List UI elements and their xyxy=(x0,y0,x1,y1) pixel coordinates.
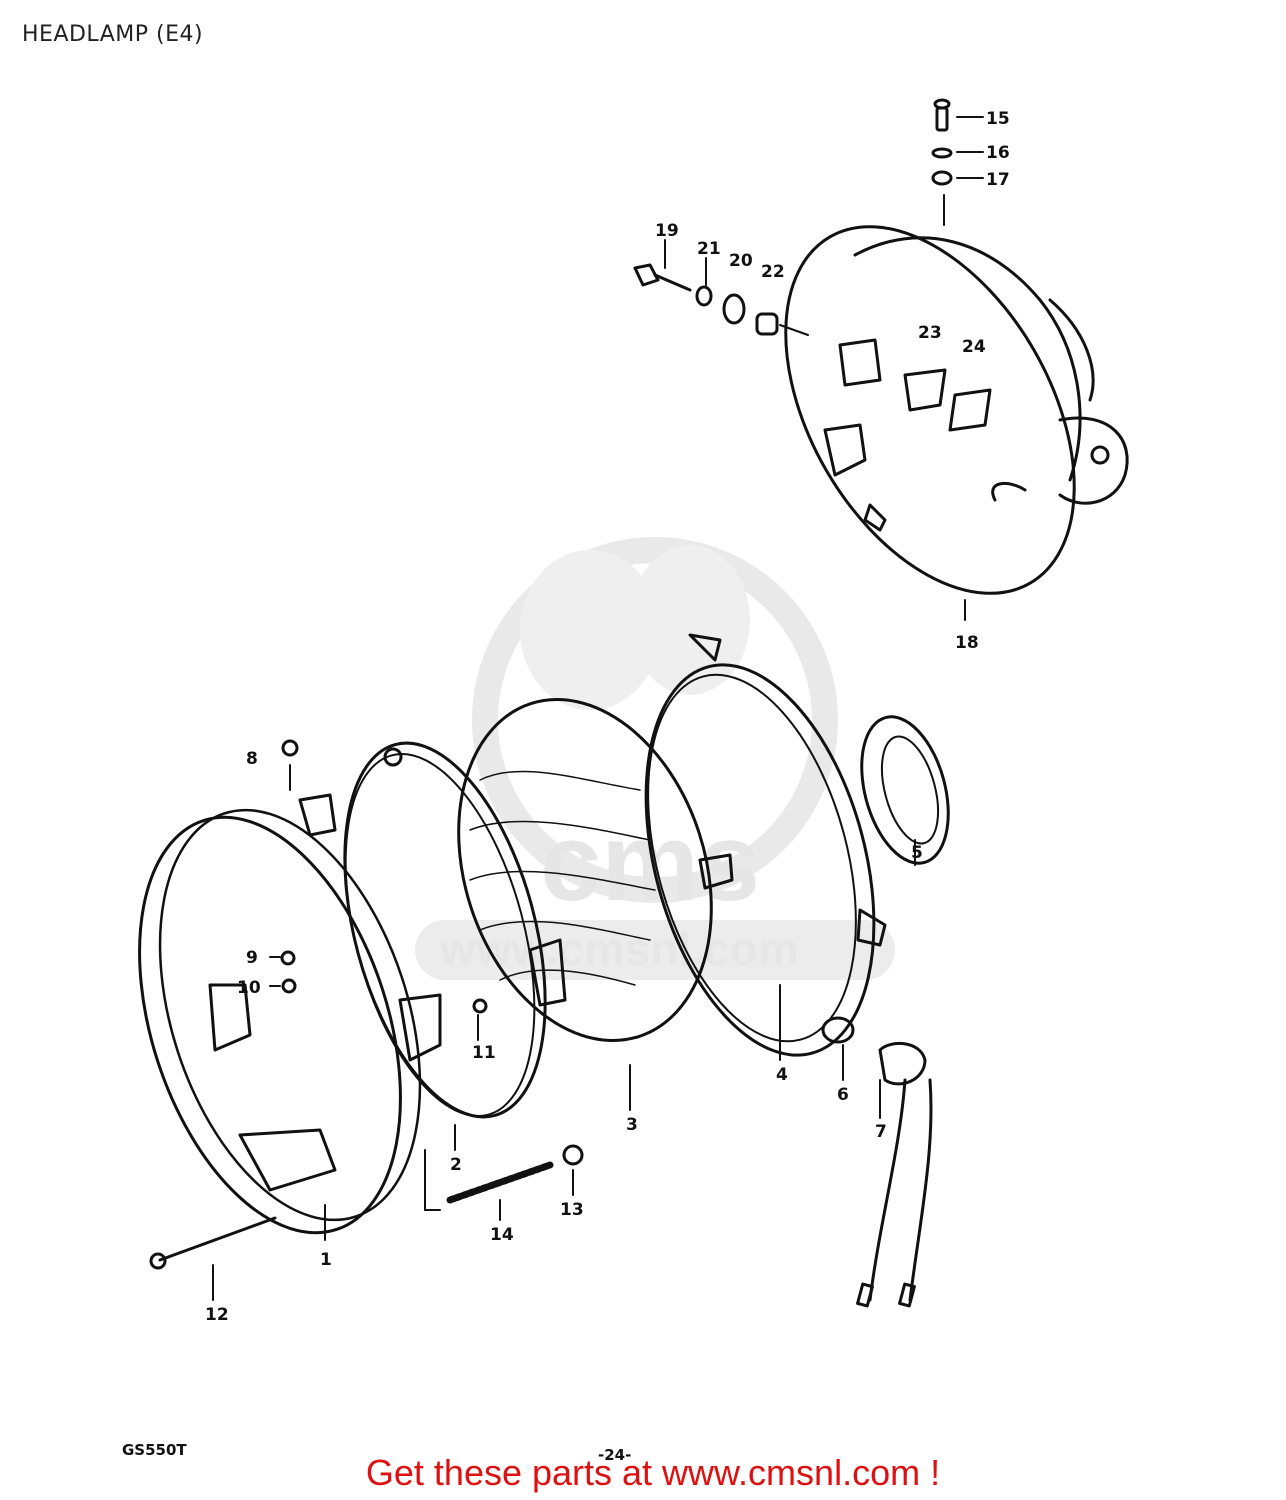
callout-11: 11 xyxy=(472,1043,496,1063)
callout-3: 3 xyxy=(626,1115,638,1135)
callout-24: 24 xyxy=(962,337,986,357)
callout-7: 7 xyxy=(875,1122,887,1142)
part-rim xyxy=(138,793,442,1235)
callout-21: 21 xyxy=(697,239,721,259)
part-bulb-socket xyxy=(821,1016,933,1308)
callout-4: 4 xyxy=(776,1065,788,1085)
callouts: 1 2 3 4 5 6 7 8 9 10 11 12 13 14 15 16 1… xyxy=(205,109,1010,1325)
callout-10: 10 xyxy=(237,978,261,998)
callout-16: 16 xyxy=(986,143,1010,163)
callout-15: 15 xyxy=(986,109,1010,129)
callout-8: 8 xyxy=(246,749,258,769)
part-housing xyxy=(784,225,1129,595)
callout-5: 5 xyxy=(911,843,923,863)
watermark: cms www.cmsnl.com xyxy=(415,537,895,980)
part-ring xyxy=(343,741,547,1119)
callout-17: 17 xyxy=(986,170,1010,190)
part-spring-nut xyxy=(446,1144,584,1204)
page-number-stamp: -24- xyxy=(598,1446,631,1464)
callout-22: 22 xyxy=(761,262,785,282)
callout-6: 6 xyxy=(837,1085,849,1105)
callout-20: 20 xyxy=(729,251,753,271)
part-top-bolt xyxy=(931,98,953,186)
watermark-url: www.cmsnl.com xyxy=(439,923,799,975)
part-socket-cap xyxy=(860,715,950,865)
callout-12: 12 xyxy=(205,1305,229,1325)
callout-14: 14 xyxy=(490,1225,514,1245)
callout-18: 18 xyxy=(955,633,979,653)
footer-banner[interactable]: Get these parts at www.cmsnl.com ! xyxy=(0,1452,1286,1494)
page-title: HEADLAMP (E4) xyxy=(22,22,204,47)
part-long-screw xyxy=(149,1216,277,1270)
callout-13: 13 xyxy=(560,1200,584,1220)
callout-23: 23 xyxy=(918,323,942,343)
model-code-stamp: GS550T xyxy=(122,1441,187,1459)
part-small-fasteners xyxy=(280,739,488,1014)
leader-lines xyxy=(212,116,984,1301)
callout-2: 2 xyxy=(450,1155,462,1175)
callout-1: 1 xyxy=(320,1250,332,1270)
callout-9: 9 xyxy=(246,948,258,968)
part-sealed-beam xyxy=(457,697,734,1043)
part-side-bolt xyxy=(633,263,809,336)
part-mounting-ring xyxy=(644,633,887,1057)
callout-19: 19 xyxy=(655,221,679,241)
footer-banner-link[interactable]: Get these parts at www.cmsnl.com ! xyxy=(365,1452,941,1493)
